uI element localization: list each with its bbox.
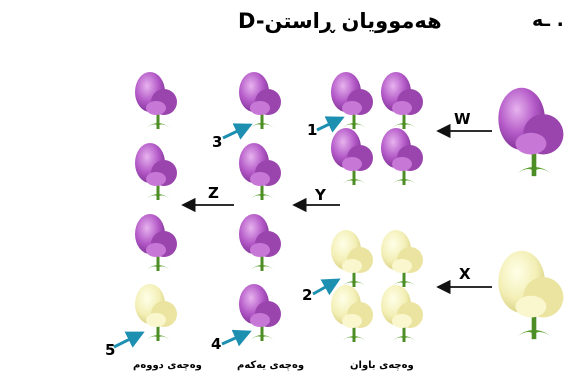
number-5: 5 — [105, 341, 116, 359]
number-3: 3 — [212, 133, 223, 151]
purple-offspring-flower — [381, 72, 423, 129]
pointer-arrow-5 — [113, 331, 145, 349]
first-gen-flower — [239, 214, 281, 271]
parent-white-flower — [498, 250, 564, 340]
purple-offspring-flower — [331, 128, 373, 185]
pointer-arrow-2 — [312, 278, 341, 296]
number-1: 1 — [307, 121, 318, 139]
parent-purple-flower — [498, 87, 564, 177]
pointer-arrow-4 — [221, 329, 252, 347]
caption-second-gen: وەچەی دووەم — [133, 360, 202, 371]
purple-offspring-flower — [381, 128, 423, 185]
number-2: 2 — [302, 286, 313, 304]
caption-first-gen: وەچەی یەکەم — [237, 360, 305, 371]
first-gen-flower — [239, 143, 281, 200]
label-y: Y — [315, 186, 326, 204]
pointer-arrow-1 — [316, 116, 345, 133]
label-z: Z — [208, 184, 219, 202]
white-offspring-flower — [381, 230, 423, 287]
answer-title: D-هەموویان ڕاستن — [238, 9, 442, 33]
header-cut-text: ـه . — [532, 9, 564, 31]
second-gen-flower — [135, 143, 177, 200]
label-w: W — [454, 110, 471, 128]
second-gen-flower — [135, 72, 177, 129]
white-offspring-flower — [331, 230, 373, 287]
pointer-arrow-3 — [222, 123, 253, 140]
caption-parents: وەچەی باوان — [350, 360, 414, 371]
first-gen-flower — [239, 72, 281, 129]
number-4: 4 — [211, 335, 222, 353]
white-offspring-flower — [381, 285, 423, 342]
white-offspring-flower — [331, 285, 373, 342]
label-x: X — [459, 265, 471, 283]
second-gen-flower — [135, 214, 177, 271]
